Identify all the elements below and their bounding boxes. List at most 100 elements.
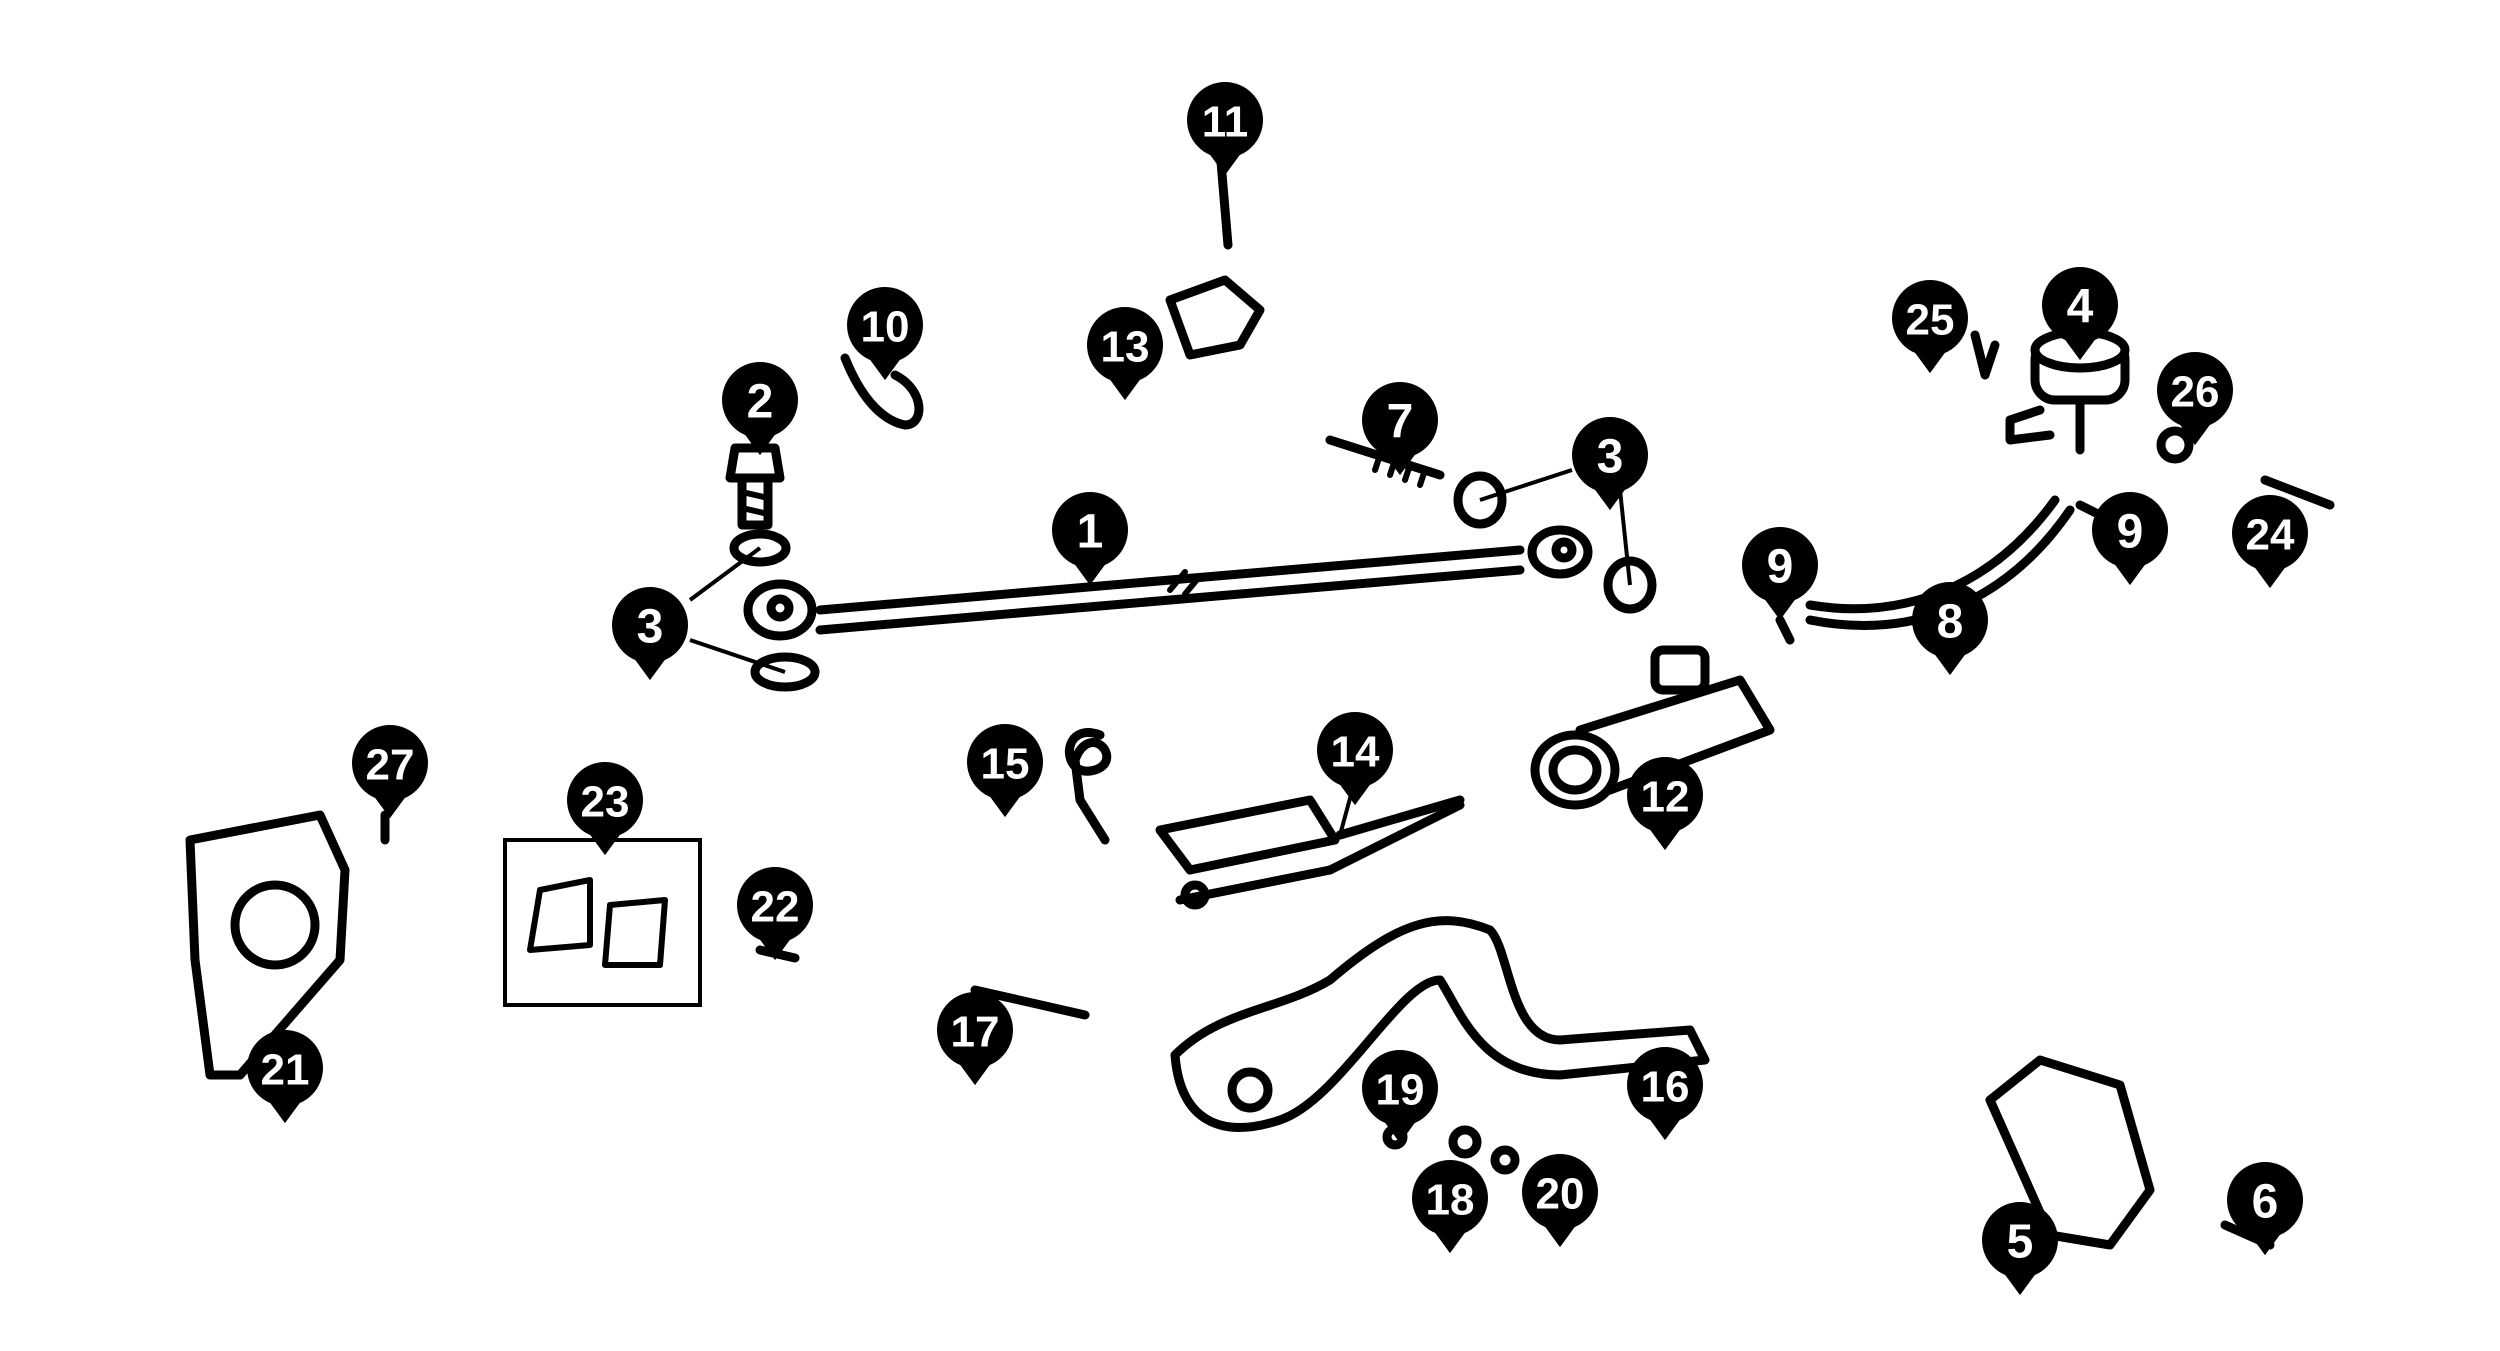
callout-20: 20 — [1522, 1154, 1598, 1248]
callout-number: 16 — [1641, 1063, 1690, 1112]
part-4-reservoir — [2005, 327, 2130, 455]
callout-number: 9 — [1767, 541, 1794, 594]
callout-1: 1 — [1052, 492, 1128, 586]
part-16-pivot — [1227, 1067, 1273, 1113]
callout-disc — [1362, 1050, 1438, 1126]
part-12-master-cylinder — [1530, 645, 1775, 810]
callout-13: 13 — [1087, 307, 1163, 401]
callout-11: 11 — [1187, 82, 1263, 176]
part-drawings — [185, 145, 2335, 1250]
callout-number: 13 — [1101, 323, 1150, 372]
callout-number: 24 — [2246, 511, 2295, 560]
callout-15: 15 — [967, 724, 1043, 818]
callout-number: 6 — [2252, 1176, 2279, 1229]
callout-2: 2 — [722, 362, 798, 456]
part-1-brake-rod — [743, 525, 1593, 641]
callout-4: 4 — [2042, 267, 2118, 361]
callout-number: 2 — [747, 376, 774, 429]
callout-number: 8 — [1937, 596, 1964, 649]
callout-17: 17 — [937, 992, 1013, 1086]
callout-23: 23 — [567, 762, 643, 856]
callout-disc — [1892, 280, 1968, 356]
callout-21: 21 — [247, 1030, 323, 1124]
part-18-washer — [1448, 1125, 1482, 1159]
callout-number: 7 — [1387, 396, 1414, 449]
callout-9b: 9 — [2092, 492, 2168, 586]
callout-disc — [247, 1030, 323, 1106]
callout-disc — [1912, 582, 1988, 658]
callout-number: 17 — [951, 1008, 1000, 1057]
callout-27: 27 — [352, 725, 428, 819]
part-10-clip — [840, 353, 924, 430]
callout-26: 26 — [2157, 352, 2233, 446]
callout-disc — [2227, 1162, 2303, 1238]
callout-19: 19 — [1362, 1050, 1438, 1144]
leader-lines — [688, 468, 1632, 836]
part-21-caliper — [185, 810, 350, 1080]
callout-disc — [937, 992, 1013, 1068]
callout-3b: 3 — [1572, 417, 1648, 511]
callout-16: 16 — [1627, 1047, 1703, 1141]
leader-3-upper — [688, 546, 762, 602]
part-16-brake-pedal — [1170, 916, 1710, 1132]
callout-number: 10 — [861, 303, 910, 352]
leader-3-right-b — [1618, 489, 1632, 586]
part-25-bracket — [1970, 330, 2000, 380]
callout-disc — [1522, 1154, 1598, 1230]
callout-disc — [2092, 492, 2168, 568]
callout-disc — [1982, 1202, 2058, 1278]
callout-18: 18 — [1412, 1160, 1488, 1254]
callout-number: 26 — [2171, 368, 2220, 417]
callout-3a: 3 — [612, 587, 688, 681]
callout-disc — [722, 362, 798, 438]
callout-markers: 1233456789910111213141516171819202122232… — [247, 82, 2308, 1296]
callout-number: 27 — [366, 741, 415, 790]
callout-25: 25 — [1892, 280, 1968, 374]
callout-disc — [1627, 1047, 1703, 1123]
part-23-pad-kit — [503, 838, 702, 1007]
callout-number: 4 — [2067, 281, 2094, 334]
callout-9a: 9 — [1742, 527, 1818, 621]
callout-disc — [1572, 417, 1648, 493]
callout-number: 18 — [1426, 1176, 1475, 1225]
callout-disc — [1052, 492, 1128, 568]
leader-3-right-a — [1479, 468, 1573, 502]
callout-disc — [967, 724, 1043, 800]
part-15-spring — [1064, 728, 1112, 845]
callout-number: 20 — [1536, 1170, 1585, 1219]
callout-7: 7 — [1362, 382, 1438, 476]
callout-number: 19 — [1376, 1066, 1425, 1115]
part-24-bracket — [2260, 475, 2335, 510]
callout-number: 3 — [1597, 431, 1624, 484]
callout-number: 12 — [1641, 773, 1690, 822]
callout-14: 14 — [1317, 712, 1393, 806]
part-26-bleed-nipple — [2156, 426, 2194, 464]
callout-disc — [1362, 382, 1438, 458]
part-9-clip — [1775, 615, 1795, 645]
callout-number: 3 — [637, 601, 664, 654]
part-13-boot — [1165, 275, 1265, 360]
callout-10: 10 — [847, 287, 923, 381]
callout-disc — [2157, 352, 2233, 428]
part-14-pushrod — [1155, 795, 1465, 910]
callout-number: 21 — [261, 1046, 310, 1095]
callout-number: 11 — [1202, 98, 1249, 147]
callout-disc — [1317, 712, 1393, 788]
callout-22: 22 — [737, 867, 813, 961]
part-2-bolt — [725, 443, 785, 530]
callout-disc — [612, 587, 688, 663]
callout-disc — [847, 287, 923, 363]
callout-disc — [1742, 527, 1818, 603]
part-20-nut — [1490, 1145, 1520, 1175]
callout-number: 5 — [2007, 1216, 2034, 1269]
part-7-adjuster — [1325, 435, 1445, 488]
callout-disc — [1187, 82, 1263, 158]
callout-6: 6 — [2227, 1162, 2303, 1256]
callout-disc — [737, 867, 813, 943]
leader-3-lower — [689, 638, 786, 674]
callout-disc — [567, 762, 643, 838]
callout-number: 14 — [1331, 728, 1380, 777]
callout-12: 12 — [1627, 757, 1703, 851]
callout-disc — [2042, 267, 2118, 343]
